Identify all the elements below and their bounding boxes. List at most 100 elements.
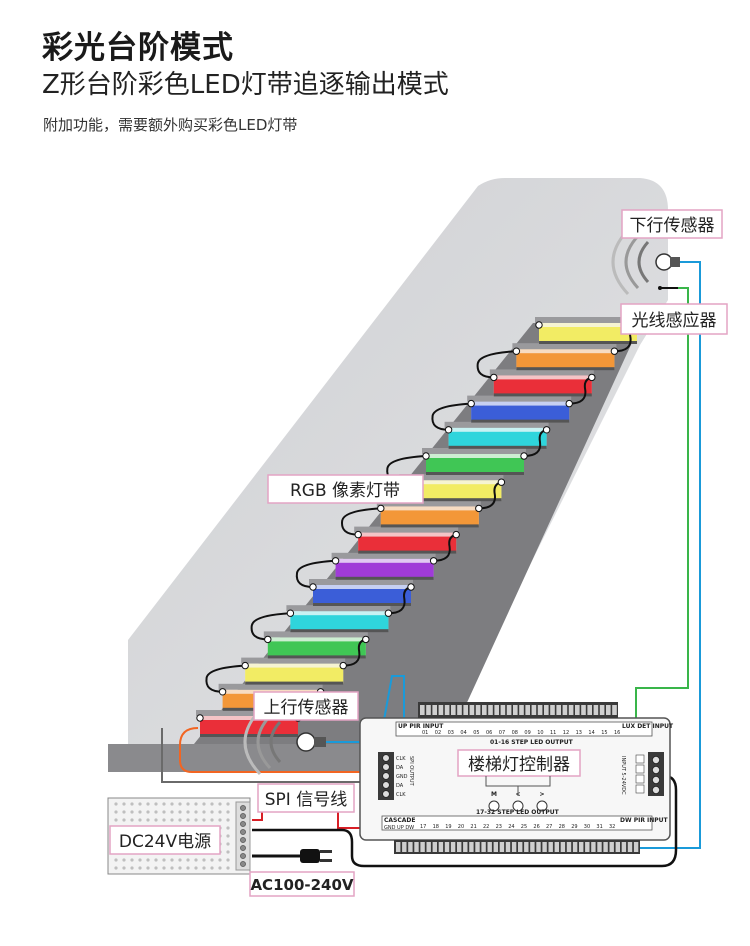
terminal-pin bbox=[581, 705, 586, 715]
spi-pin bbox=[382, 763, 390, 771]
terminal-pin bbox=[518, 842, 523, 852]
output-channel-number: 11 bbox=[550, 730, 556, 736]
led-strip bbox=[426, 458, 524, 474]
output-channel-number: 27 bbox=[546, 824, 552, 830]
strip-link-wire bbox=[433, 533, 457, 562]
power-supply-label: DC24V电源 bbox=[119, 832, 211, 852]
psu-screw bbox=[240, 861, 246, 867]
terminal-pin bbox=[560, 842, 566, 852]
output-channel-number: 20 bbox=[458, 824, 464, 830]
output-channel-number: 04 bbox=[460, 730, 466, 736]
terminal-pin bbox=[587, 705, 592, 715]
strip-node bbox=[196, 714, 204, 722]
terminal-pin bbox=[494, 705, 499, 715]
psu-screw bbox=[240, 813, 246, 819]
strip-node bbox=[520, 452, 528, 460]
strip-node bbox=[497, 478, 506, 486]
controller-button[interactable] bbox=[512, 800, 524, 812]
led-strip bbox=[358, 536, 457, 553]
spi-pin-label: DA bbox=[396, 765, 404, 771]
terminal-pin bbox=[463, 705, 468, 715]
stair-nose bbox=[267, 655, 366, 659]
strip-node bbox=[264, 635, 272, 644]
terminal-pin bbox=[432, 842, 437, 852]
strip-node bbox=[542, 426, 551, 434]
strip-node bbox=[588, 373, 596, 382]
strip-link-wire bbox=[523, 428, 547, 457]
terminal-pin bbox=[593, 705, 599, 715]
controller-button[interactable] bbox=[536, 800, 548, 812]
strip-node bbox=[610, 347, 619, 355]
led-strip bbox=[335, 562, 434, 579]
strip-node bbox=[535, 321, 543, 329]
psu-screw bbox=[240, 837, 246, 843]
power-pin bbox=[652, 756, 661, 765]
output-channel-number: 01 bbox=[422, 730, 428, 736]
terminal-pin bbox=[556, 705, 561, 715]
terminal-pin bbox=[457, 705, 462, 715]
terminal-pin bbox=[566, 842, 572, 852]
terminal-pin bbox=[599, 705, 605, 715]
terminal-pin bbox=[554, 842, 559, 852]
spi-signal-label: SPI 信号线 bbox=[265, 790, 347, 810]
light-sensor-label: 光线感应器 bbox=[632, 311, 717, 331]
stair-tread bbox=[422, 448, 526, 454]
psu-screw bbox=[240, 829, 246, 835]
output-channel-number: 18 bbox=[433, 824, 439, 830]
strip-link-wire bbox=[295, 559, 336, 588]
stair-tread bbox=[535, 317, 639, 323]
terminal-pin bbox=[615, 842, 620, 852]
stair-tread bbox=[241, 657, 346, 664]
spi-pin bbox=[382, 790, 390, 798]
terminal-pin bbox=[450, 842, 456, 852]
terminal-pin bbox=[609, 842, 614, 852]
spi-pin-label: CLK bbox=[396, 756, 406, 762]
terminal-pin bbox=[426, 842, 431, 852]
stair-tread bbox=[489, 369, 594, 376]
led-strip bbox=[245, 667, 344, 684]
spi-output-label: SPI OUTPUT bbox=[408, 756, 414, 787]
terminal-pin bbox=[408, 842, 413, 852]
up-sensor-label: 上行传感器 bbox=[264, 698, 349, 718]
strip-node bbox=[354, 530, 362, 539]
stair-nose bbox=[313, 603, 411, 606]
stair-tread bbox=[467, 395, 572, 402]
page-note: 附加功能，需要额外购买彩色LED灯带 bbox=[43, 116, 298, 134]
terminal-pin bbox=[627, 842, 633, 852]
terminal-pin bbox=[420, 842, 425, 852]
psu-screw bbox=[240, 845, 246, 851]
stair-nose bbox=[539, 341, 637, 344]
output-channel-number: 15 bbox=[601, 730, 607, 736]
strip-node bbox=[218, 688, 227, 696]
power-pin bbox=[652, 776, 661, 785]
cascade-label: CASCADE bbox=[384, 817, 416, 824]
stair-nose bbox=[403, 498, 502, 502]
spi-pin-label: DA bbox=[396, 783, 404, 789]
led-strip bbox=[471, 405, 570, 422]
callout-frames bbox=[109, 209, 728, 897]
power-pin bbox=[652, 766, 661, 775]
floor-ledge bbox=[108, 744, 366, 772]
terminal-pin bbox=[432, 705, 437, 715]
controller-button[interactable] bbox=[488, 800, 500, 812]
power-terminals bbox=[240, 805, 246, 867]
stair-tread bbox=[263, 631, 368, 638]
stair-nose bbox=[426, 472, 524, 475]
output-channel-number: 06 bbox=[486, 730, 492, 736]
terminal-pin bbox=[525, 705, 530, 715]
top-output-caption: 01-16 STEP LED OUTPUT bbox=[490, 739, 574, 746]
strip-node bbox=[331, 557, 340, 565]
led-strip bbox=[493, 379, 592, 396]
terminal-pin bbox=[531, 705, 537, 715]
terminal-pin bbox=[463, 842, 468, 852]
terminal-pin bbox=[505, 842, 511, 852]
strip-node bbox=[241, 661, 249, 670]
strip-node bbox=[429, 557, 438, 565]
stair-nose bbox=[493, 393, 592, 397]
output-channel-number: 17 bbox=[420, 824, 426, 830]
psu-screw bbox=[240, 853, 246, 859]
output-channel-number: 12 bbox=[563, 730, 569, 736]
terminal-pin bbox=[438, 842, 444, 852]
output-channel-number: 28 bbox=[559, 824, 565, 830]
input-voltage-label: INPUT 5-24VDC bbox=[620, 756, 626, 795]
